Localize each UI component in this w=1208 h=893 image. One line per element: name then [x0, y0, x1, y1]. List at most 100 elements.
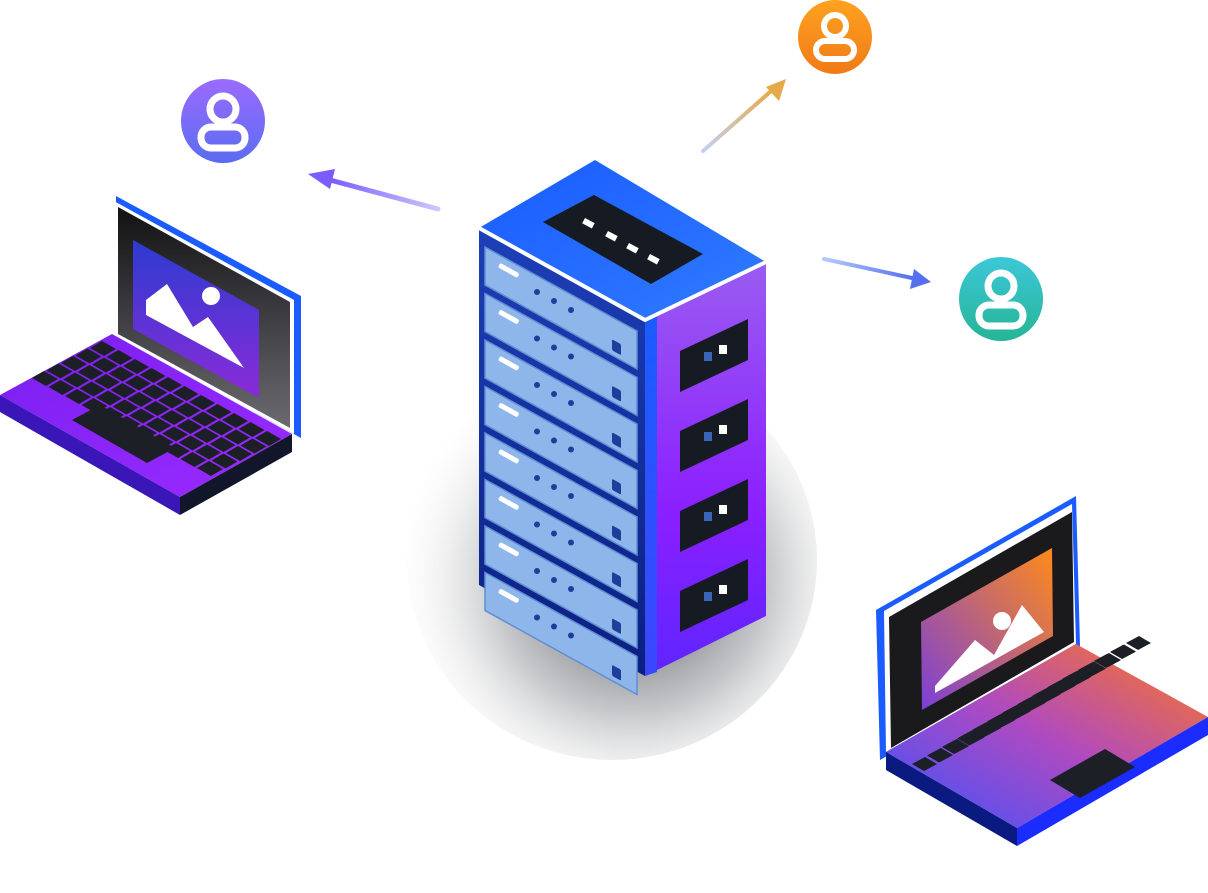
side-port — [680, 319, 748, 392]
key — [222, 413, 248, 428]
key — [48, 380, 75, 395]
key — [90, 341, 116, 356]
key — [129, 408, 155, 424]
key — [224, 429, 250, 445]
unit-led — [612, 525, 621, 541]
rack-unit — [484, 478, 638, 603]
side-port — [680, 399, 748, 472]
server-top-display — [543, 195, 703, 284]
key — [1096, 653, 1121, 667]
key — [110, 383, 137, 398]
unit-led — [612, 479, 621, 495]
key — [94, 374, 120, 389]
key — [1066, 670, 1091, 684]
rack-unit — [484, 338, 638, 464]
key — [46, 363, 73, 379]
key — [65, 389, 91, 404]
key — [123, 359, 149, 374]
server-side-ports — [680, 319, 748, 632]
laptop-icon — [0, 196, 301, 515]
key — [96, 390, 122, 406]
key — [1111, 644, 1136, 659]
key — [189, 395, 215, 410]
rack-unit — [484, 385, 638, 510]
key — [139, 368, 166, 383]
unit-led — [612, 618, 621, 634]
key — [162, 426, 188, 442]
arrow-to-right-user — [822, 257, 931, 289]
key — [77, 365, 104, 380]
touchpad — [72, 405, 175, 463]
key — [61, 356, 87, 371]
key — [112, 399, 139, 415]
key — [156, 377, 182, 392]
key — [174, 402, 201, 418]
key — [944, 739, 969, 753]
key — [991, 712, 1016, 727]
key — [1021, 695, 1046, 710]
server-units — [484, 245, 638, 696]
key — [172, 386, 199, 401]
key — [1126, 636, 1151, 650]
key — [193, 428, 219, 443]
key — [209, 437, 236, 452]
key — [79, 381, 106, 397]
key — [1081, 661, 1106, 676]
server-rack-icon — [478, 160, 767, 696]
key — [226, 446, 252, 461]
key — [976, 721, 1001, 735]
rack-unit — [484, 571, 638, 696]
key — [108, 366, 135, 382]
unit-led — [612, 665, 621, 681]
arrow-to-left-user — [308, 169, 441, 212]
key — [145, 417, 172, 433]
keyboard-keys — [32, 341, 281, 476]
key — [143, 401, 170, 416]
rack-unit — [484, 431, 638, 557]
side-port — [680, 479, 748, 552]
key — [197, 461, 223, 476]
key — [928, 748, 953, 762]
unit-led — [612, 432, 621, 448]
image-placeholder-icon — [133, 240, 259, 398]
key — [158, 393, 184, 409]
key — [92, 357, 118, 373]
key — [240, 438, 267, 454]
key — [205, 404, 232, 419]
key — [75, 348, 102, 364]
key — [1036, 687, 1061, 701]
unit-led — [612, 572, 621, 588]
key — [176, 419, 203, 434]
key — [141, 384, 168, 400]
key — [32, 371, 58, 386]
rack-unit — [484, 245, 638, 371]
key — [178, 435, 205, 451]
side-port — [680, 559, 748, 632]
arrow-to-top-user — [701, 79, 786, 153]
user-avatar-icon — [798, 0, 872, 74]
rack-unit — [484, 292, 638, 417]
user-avatar-icon — [181, 79, 265, 163]
unit-led — [612, 386, 621, 402]
key — [255, 431, 281, 446]
key — [1006, 704, 1031, 718]
key — [195, 444, 221, 460]
keyboard-keys — [912, 636, 1151, 798]
key — [180, 452, 207, 467]
key — [207, 420, 234, 436]
rack-unit — [484, 524, 638, 650]
key — [960, 730, 985, 744]
key — [211, 453, 238, 469]
image-placeholder-icon — [921, 548, 1053, 710]
key — [63, 372, 89, 388]
key — [912, 757, 937, 771]
user-avatar-icon — [959, 257, 1043, 341]
touchpad — [1050, 749, 1135, 798]
key — [106, 350, 133, 365]
key — [191, 411, 217, 427]
laptop-icon — [876, 496, 1208, 846]
key — [127, 392, 153, 407]
key — [160, 410, 186, 425]
